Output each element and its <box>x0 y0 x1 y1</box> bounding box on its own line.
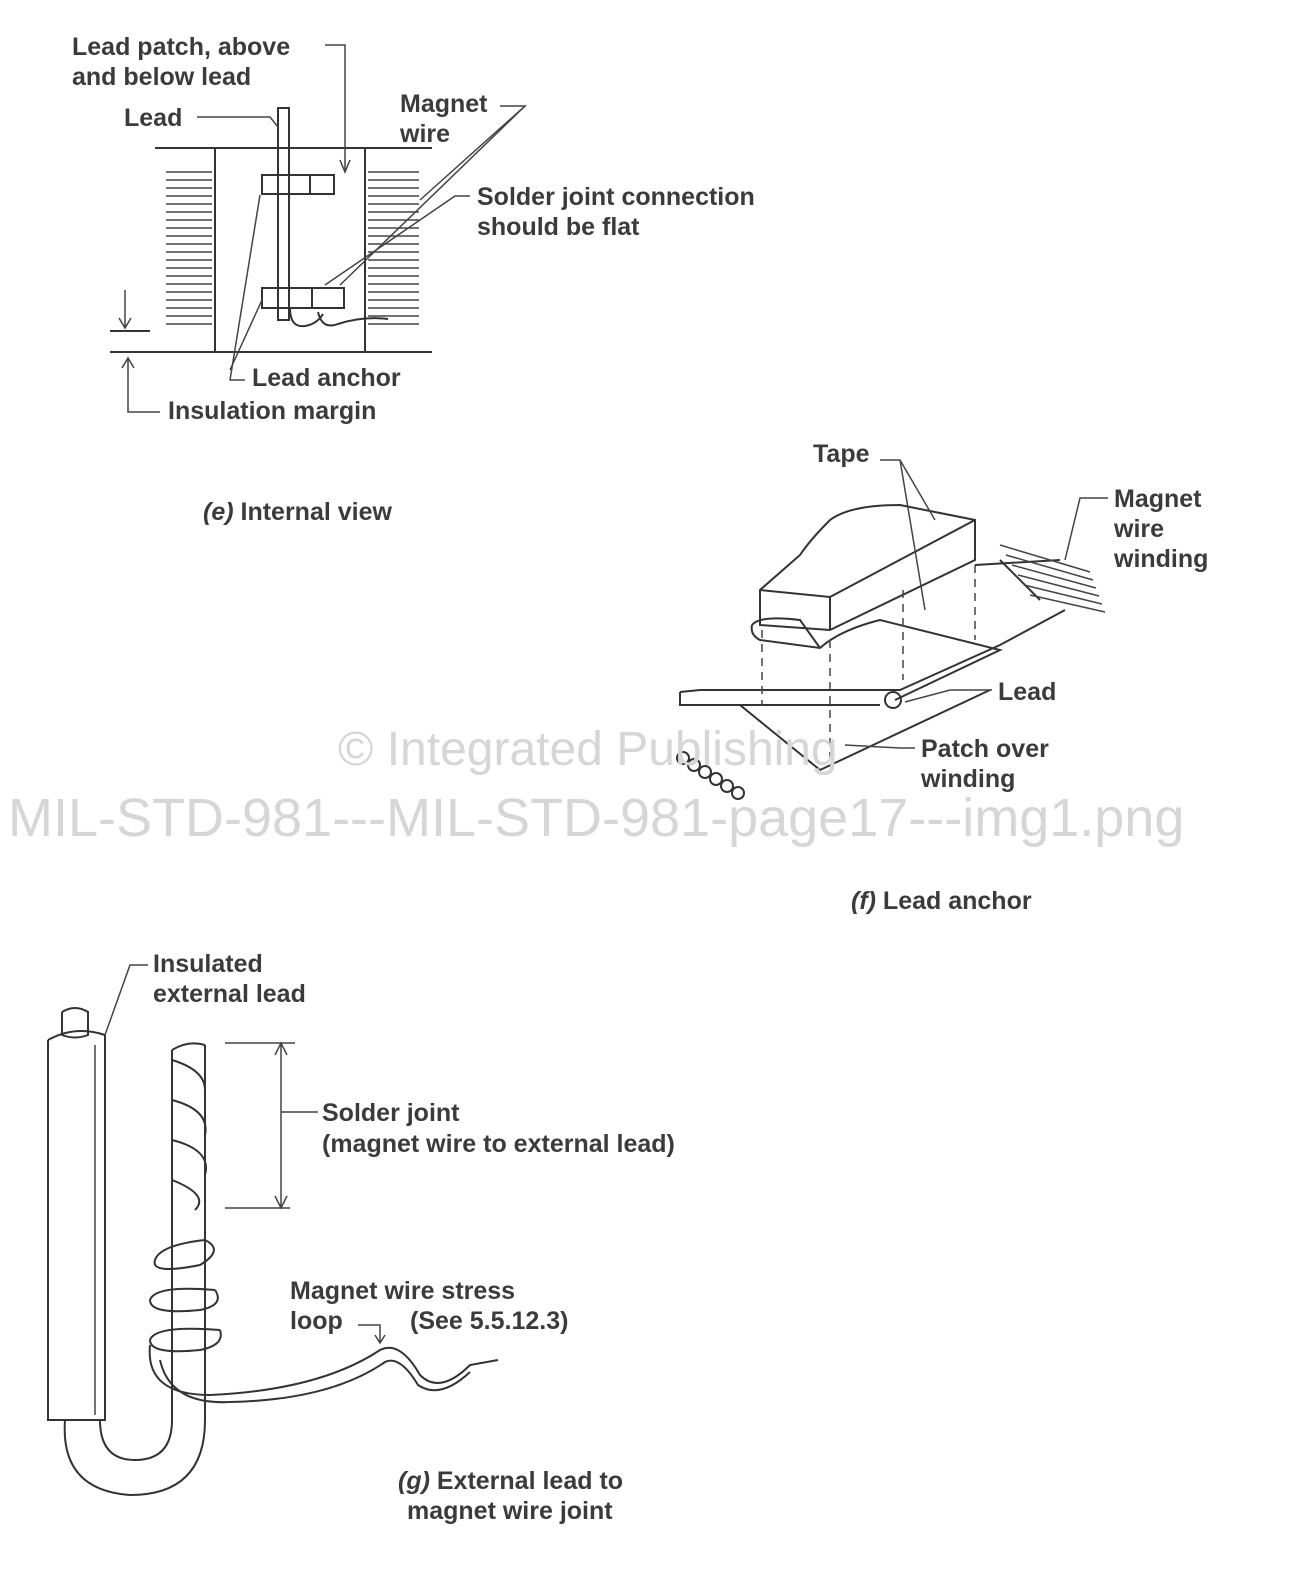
label-magnet-winding-3: winding <box>1113 545 1208 573</box>
wire-end <box>720 779 734 793</box>
label-lead-patch-2: and below lead <box>72 63 251 91</box>
label-lead-patch-1: Lead patch, above <box>72 33 290 61</box>
figure-g-drawing <box>47 964 499 1497</box>
label-insulation-margin: Insulation margin <box>168 397 376 425</box>
lead-wire-ends <box>676 751 745 800</box>
label-insulated-2: external lead <box>153 980 306 1008</box>
wire-end <box>709 772 723 786</box>
winding-hatching <box>166 171 419 325</box>
magnet-wire <box>1029 594 1106 613</box>
label-tape: Tape <box>813 440 870 468</box>
caption-f: (f) Lead anchor <box>851 887 1032 915</box>
magnet-wire <box>1017 574 1100 597</box>
label-solder-joint-2: should be flat <box>477 213 640 241</box>
watermark-line2: MIL-STD-981---MIL-STD-981-page17---img1.… <box>8 788 1184 848</box>
wire-end <box>676 751 690 765</box>
label-magnet-winding-2: wire <box>1113 515 1164 543</box>
label-stress-loop-1: Magnet wire stress <box>290 1277 515 1305</box>
label-insulated-1: Insulated <box>153 950 263 978</box>
magnet-wire-lines <box>999 544 1106 613</box>
magnet-wire <box>1011 564 1097 589</box>
label-patch-over-1: Patch over <box>921 735 1049 763</box>
caption-g-2: magnet wire joint <box>407 1497 613 1525</box>
label-lead-f: Lead <box>998 678 1056 706</box>
caption-g-1: (g) External lead to <box>398 1467 623 1495</box>
wire-end <box>731 786 745 800</box>
figure-f-drawing <box>676 459 1108 800</box>
label-magnet-winding-1: Magnet <box>1114 485 1202 513</box>
label-solder-g-1: Solder joint <box>322 1099 460 1127</box>
label-magnet-wire-2: wire <box>399 120 450 148</box>
label-magnet-wire-1: Magnet <box>400 90 488 118</box>
label-stress-loop-2: loop <box>290 1307 343 1335</box>
label-lead-anchor: Lead anchor <box>252 364 401 392</box>
figure-e-drawing <box>110 44 527 413</box>
watermark-line1: © Integrated Publishing <box>338 723 838 776</box>
label-solder-joint-1: Solder joint connection <box>477 183 755 211</box>
magnet-wire <box>999 544 1091 573</box>
label-patch-over-2: winding <box>920 765 1015 793</box>
wire-end <box>698 765 712 779</box>
caption-e: (e) Internal view <box>203 498 393 526</box>
label-see-ref: (See 5.5.12.3) <box>410 1307 568 1335</box>
magnet-wire <box>1005 554 1094 581</box>
label-lead: Lead <box>124 104 182 132</box>
magnet-wire <box>1023 584 1103 605</box>
label-solder-g-2: (magnet wire to external lead) <box>322 1130 675 1158</box>
wire-end <box>687 758 701 772</box>
